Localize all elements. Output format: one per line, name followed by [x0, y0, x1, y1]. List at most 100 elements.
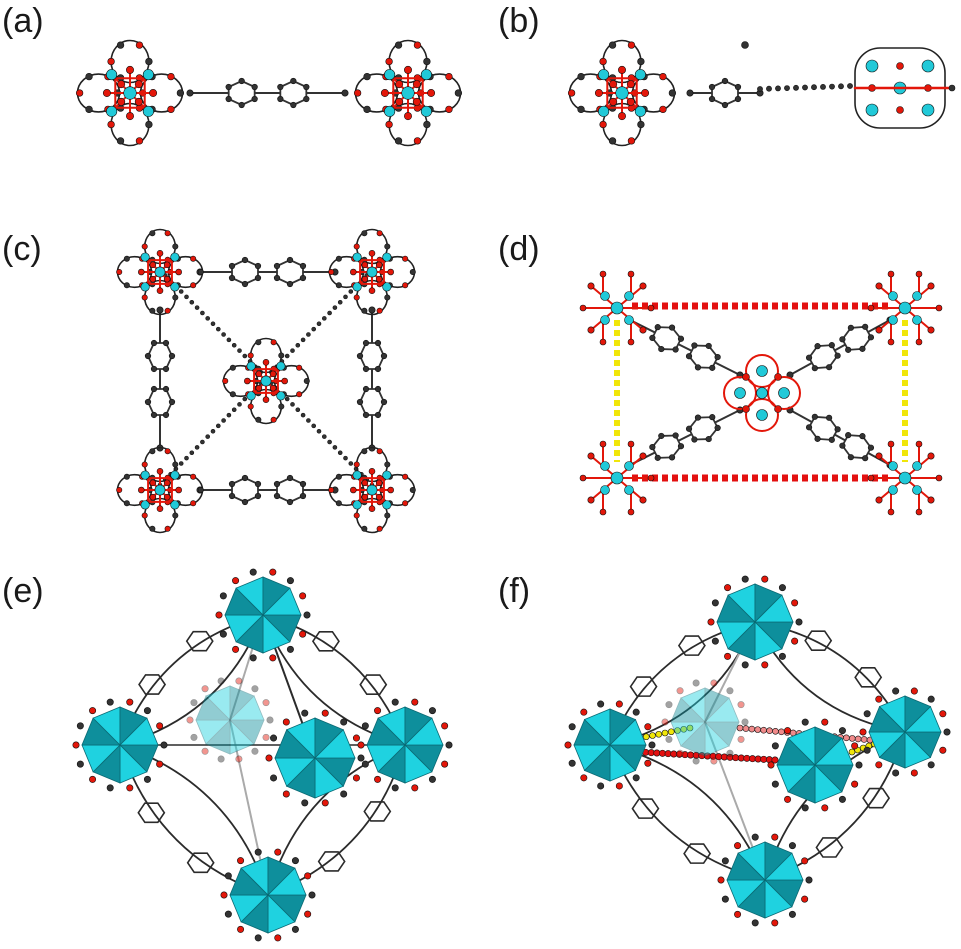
- phenyl-ring: [359, 388, 385, 416]
- carbon-atom: [123, 500, 130, 507]
- zr-polyhedron: [404, 717, 444, 746]
- oxygen-atom: [627, 41, 636, 49]
- oxygen-atom: [269, 654, 277, 662]
- oxygen-atom: [599, 508, 607, 516]
- zr-atom: [123, 86, 137, 100]
- carbon-atom: [859, 433, 866, 440]
- chain-atom: [242, 396, 248, 402]
- oxygen-atom: [135, 137, 144, 145]
- zr-polyhedron: [670, 697, 706, 723]
- carbon-atom: [380, 352, 388, 360]
- organic-linker: [686, 77, 764, 109]
- chain-atom: [766, 727, 773, 735]
- oxygen-atom: [896, 62, 904, 70]
- carbon-atom: [286, 645, 294, 653]
- panel-label-a: (a): [2, 2, 44, 40]
- chain-atom: [327, 310, 332, 316]
- zr-atom: [140, 282, 150, 292]
- oxygen-atom: [626, 97, 635, 106]
- zr-atom: [106, 69, 118, 81]
- carbon-atom: [409, 268, 416, 276]
- oxygen-atom: [299, 592, 307, 600]
- oxo-ring: [745, 354, 779, 388]
- phenyl-ring: [317, 851, 346, 872]
- oxygen-atom: [368, 250, 376, 257]
- carbon-atom: [162, 365, 170, 373]
- carbon-atom: [241, 280, 249, 288]
- methyl-carbon: [741, 41, 749, 49]
- chain-atom: [820, 84, 826, 90]
- oxygen-atom: [126, 698, 134, 706]
- carbon-atom: [229, 364, 236, 371]
- carbon-atom: [162, 385, 170, 393]
- carbon-atom: [150, 339, 158, 347]
- phenyl-ring: [862, 787, 891, 809]
- oxygen-atom: [156, 760, 164, 768]
- carbon-atom: [828, 342, 835, 349]
- oxygen-atom: [116, 486, 123, 494]
- oxygen-atom: [910, 769, 918, 777]
- oxygen-atom: [821, 718, 829, 726]
- oxygen-atom: [402, 255, 409, 262]
- carbon-atom: [668, 89, 677, 97]
- zr-polyhedron: [119, 717, 159, 746]
- chain-atom: [311, 326, 317, 332]
- oxygen-atom: [676, 749, 684, 757]
- carbon-atom: [335, 255, 342, 262]
- oxygen-atom: [851, 742, 859, 750]
- carbon-atom: [238, 101, 245, 109]
- oxygen-atom: [117, 97, 126, 106]
- oxygen-atom: [413, 41, 422, 49]
- chain-atom: [231, 407, 237, 413]
- zr-atom: [634, 69, 646, 81]
- zr-polyhedron: [314, 729, 356, 759]
- carbon-atom: [778, 584, 786, 592]
- oxygen-atom: [265, 754, 273, 762]
- carbon-atom: [144, 352, 152, 360]
- carbon-atom: [251, 747, 259, 755]
- panel-label-e: (e): [2, 572, 44, 610]
- carbon-atom: [672, 432, 679, 439]
- zr-atom: [140, 500, 150, 510]
- oxygen-atom: [875, 326, 883, 334]
- metal-cluster-side: [853, 47, 956, 129]
- carbon-atom: [409, 486, 416, 494]
- phenyl-ring: [186, 852, 215, 874]
- carbon-atom: [228, 480, 236, 488]
- carbon-atom: [123, 282, 130, 289]
- oxygen-atom: [269, 384, 277, 392]
- oxygen-atom: [395, 80, 404, 89]
- oxygen-atom: [190, 255, 197, 262]
- carbon-atom: [228, 492, 236, 500]
- carbon-atom: [149, 448, 156, 455]
- carbon-atom: [143, 707, 151, 715]
- chain-atom: [343, 294, 348, 300]
- carbon-atom: [709, 414, 716, 421]
- oxygen-atom: [107, 57, 115, 66]
- oxygen-atom: [269, 370, 277, 378]
- carbon-atom: [225, 83, 232, 91]
- zr-atom: [865, 103, 879, 117]
- carbon-atom: [273, 492, 281, 500]
- chain-atom: [337, 299, 343, 305]
- carbon-atom: [76, 722, 84, 730]
- oxygen-atom: [117, 80, 126, 89]
- chain-atom: [184, 294, 189, 300]
- oxygen-atom: [587, 326, 595, 334]
- carbon-atom: [801, 718, 809, 726]
- oxygen-atom: [609, 97, 618, 106]
- oxygen-atom: [376, 525, 383, 532]
- oxygen-atom: [774, 373, 782, 381]
- carbon-atom: [340, 718, 348, 726]
- oxygen-atom: [237, 857, 245, 865]
- oxygen-atom: [156, 505, 164, 512]
- zr-polyhedron: [267, 867, 307, 896]
- panel-b-linker-dimer-tilted: [567, 39, 956, 147]
- oxygen-atom: [742, 373, 750, 381]
- oxygen-atom: [915, 338, 923, 346]
- oxygen-atom: [896, 106, 904, 114]
- chain-atom: [178, 461, 184, 466]
- oxygen-atom: [609, 80, 618, 89]
- oxygen-atom: [368, 287, 376, 294]
- oxygen-atom: [304, 910, 312, 918]
